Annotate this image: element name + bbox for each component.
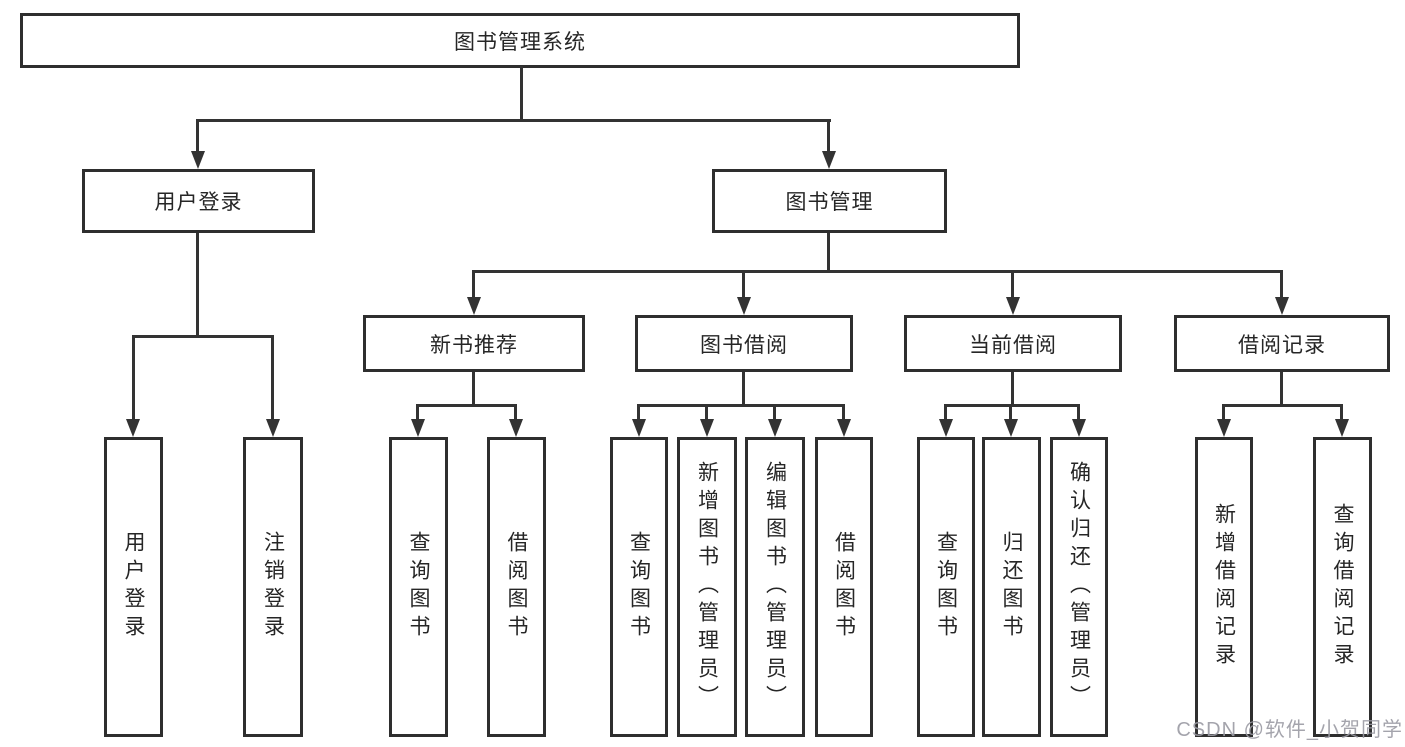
connector-group-stem [742, 372, 745, 406]
arrowhead-icon [837, 419, 851, 437]
leaf-label: 注销登录 [261, 531, 285, 643]
leaf-edit-books-admin: 编辑图书（管理员） [745, 437, 805, 737]
leaf-label: 用户登录 [122, 531, 145, 643]
connector-userlogin-stem [196, 233, 199, 337]
leaf-label: 借阅图书 [505, 531, 528, 643]
connector-level2-rail [197, 119, 831, 122]
watermark: CSDN @软件_小贺同学 [1176, 719, 1403, 741]
arrowhead-icon [939, 419, 953, 437]
arrowhead-icon [126, 419, 140, 437]
leaf-label: 查询借阅记录 [1331, 503, 1354, 671]
connector-drop [1340, 404, 1343, 420]
connector-root-stem [520, 66, 523, 122]
leaf-confirm-return-admin: 确认归还（管理员） [1050, 437, 1108, 737]
connector-bookmgmt-stem [827, 233, 830, 272]
connector-level3-rail [472, 270, 1283, 273]
arrowhead-icon [266, 419, 280, 437]
node-borrowing-records: 借阅记录 [1174, 315, 1390, 372]
connector-group-stem [1011, 372, 1014, 406]
arrowhead-icon [1006, 297, 1020, 315]
leaf-query-borrow-record: 查询借阅记录 [1313, 437, 1372, 737]
connector-group-rail [637, 404, 845, 407]
connector-userlogin-rail [132, 335, 274, 338]
leaf-label: 查询图书 [934, 531, 958, 643]
leaf-query-books-current: 查询图书 [917, 437, 975, 737]
connector-drop [742, 270, 745, 298]
arrowhead-icon [632, 419, 646, 437]
arrowhead-icon [1072, 419, 1086, 437]
connector-drop [514, 404, 517, 420]
arrowhead-icon [467, 297, 481, 315]
leaf-label: 查询图书 [407, 531, 430, 643]
connector-group-stem [472, 372, 475, 406]
connector-group-stem [1280, 372, 1283, 406]
arrowhead-icon [768, 419, 782, 437]
connector-drop [773, 404, 776, 420]
leaf-label: 新增借阅记录 [1212, 503, 1236, 671]
node-new-book-recommend: 新书推荐 [363, 315, 585, 372]
leaf-logout: 注销登录 [243, 437, 303, 737]
leaf-label: 新增图书（管理员） [695, 461, 719, 713]
arrowhead-icon [411, 419, 425, 437]
arrowhead-icon [822, 151, 836, 169]
arrowhead-icon [1275, 297, 1289, 315]
leaf-query-books-borrowing: 查询图书 [610, 437, 668, 737]
connector-drop [1222, 404, 1225, 420]
leaf-query-books-recommend: 查询图书 [389, 437, 448, 737]
arrowhead-icon [737, 297, 751, 315]
connector-drop [132, 335, 135, 420]
arrowhead-icon [700, 419, 714, 437]
leaf-label: 确认归还（管理员） [1067, 461, 1091, 713]
arrowhead-icon [191, 151, 205, 169]
connector-group-rail [944, 404, 1080, 407]
leaf-add-borrow-record: 新增借阅记录 [1195, 437, 1253, 737]
connector-drop [1280, 270, 1283, 298]
connector-drop [827, 119, 830, 152]
connector-drop [944, 404, 947, 420]
arrowhead-icon [1335, 419, 1349, 437]
node-user-login: 用户登录 [82, 169, 315, 233]
arrowhead-icon [1217, 419, 1231, 437]
connector-drop [1011, 270, 1014, 298]
leaf-label: 借阅图书 [832, 531, 856, 643]
connector-drop [196, 119, 199, 152]
connector-drop [271, 335, 274, 420]
node-book-borrowing: 图书借阅 [635, 315, 853, 372]
connector-drop [842, 404, 845, 420]
connector-drop [472, 270, 475, 298]
connector-drop [1009, 404, 1012, 420]
arrowhead-icon [1004, 419, 1018, 437]
node-current-borrowing: 当前借阅 [904, 315, 1122, 372]
leaf-label: 编辑图书（管理员） [763, 461, 787, 713]
node-root: 图书管理系统 [20, 13, 1020, 68]
arrowhead-icon [509, 419, 523, 437]
connector-drop [416, 404, 419, 420]
leaf-add-books-admin: 新增图书（管理员） [677, 437, 737, 737]
leaf-user-login: 用户登录 [104, 437, 163, 737]
connector-group-rail [1222, 404, 1343, 407]
connector-drop [705, 404, 708, 420]
connector-drop [1077, 404, 1080, 420]
leaf-label: 查询图书 [627, 531, 651, 643]
leaf-return-books: 归还图书 [982, 437, 1041, 737]
connector-drop [637, 404, 640, 420]
leaf-borrow-books: 借阅图书 [815, 437, 873, 737]
connector-group-rail [417, 404, 517, 407]
leaf-label: 归还图书 [1000, 531, 1023, 643]
node-book-management: 图书管理 [712, 169, 947, 233]
leaf-borrow-books-recommend: 借阅图书 [487, 437, 546, 737]
